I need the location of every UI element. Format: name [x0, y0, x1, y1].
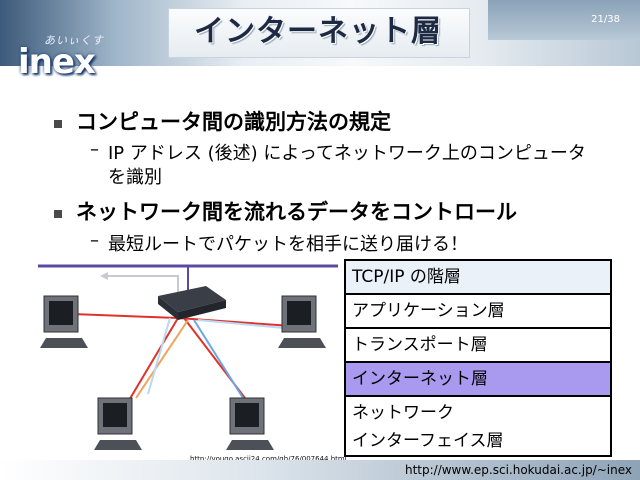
bullet-1: コンピュータ間の識別方法の規定 [76, 110, 391, 134]
routes [71, 313, 307, 403]
layer-network-line-1: ネットワーク [352, 403, 454, 423]
bullet-2-sub-line-1: 最短ルートでパケットを相手に送り届ける！ [108, 234, 468, 255]
bullet-2: ネットワーク間を流れるデータをコントロール [76, 200, 517, 224]
return-route [108, 275, 179, 298]
page-number-box [488, 0, 640, 40]
sub-bullet-dash: – [90, 139, 99, 160]
route-blue [193, 319, 244, 399]
layer-table-header: TCP/IP の階層 [346, 261, 610, 295]
route-red-left [127, 317, 179, 403]
slide-title: インターネット層 [194, 14, 442, 49]
layer-internet: インターネット層 [346, 363, 610, 397]
bullet-1-sub-line-1: IP アドレス (後述) によってネットワーク上のコンピュータ [108, 143, 586, 164]
computer-bottom-right-icon [226, 397, 274, 450]
sub-bullet-dash: – [90, 230, 99, 251]
router-icon [158, 286, 226, 320]
page-number: 21/38 [591, 14, 620, 25]
route-orange [135, 319, 189, 399]
bullet-1-sub-line-2: を識別 [108, 167, 162, 188]
footer-url[interactable]: http://www.ep.sci.hokudai.ac.jp/~inex [404, 463, 632, 477]
footer-band [0, 460, 640, 480]
tcpip-layer-table: TCP/IP の階層 アプリケーション層 トランスポート層 インターネット層 ネ… [344, 259, 612, 457]
layer-network-line-2: インターフェイス層 [352, 431, 504, 451]
layer-application: アプリケーション層 [346, 295, 610, 329]
layer-transport: トランスポート層 [346, 329, 610, 363]
inex-logo: あいぃくす inex [0, 14, 110, 82]
logo-script-text: あいぃくす [44, 34, 104, 47]
bullet-square-icon [54, 120, 62, 128]
computer-left-icon [40, 295, 88, 348]
image-credit-link[interactable]: http://yougo.ascii24.com/gh/76/007644.ht… [190, 455, 347, 463]
logo-word: inex [18, 42, 96, 82]
bullet-square-icon [54, 210, 62, 218]
computer-bottom-left-icon [94, 397, 142, 450]
title-box [168, 8, 470, 58]
network-illustration [38, 264, 338, 450]
route-lightblue-2 [147, 317, 171, 395]
computer-right-icon [278, 295, 326, 348]
return-arrow-head [100, 272, 108, 280]
